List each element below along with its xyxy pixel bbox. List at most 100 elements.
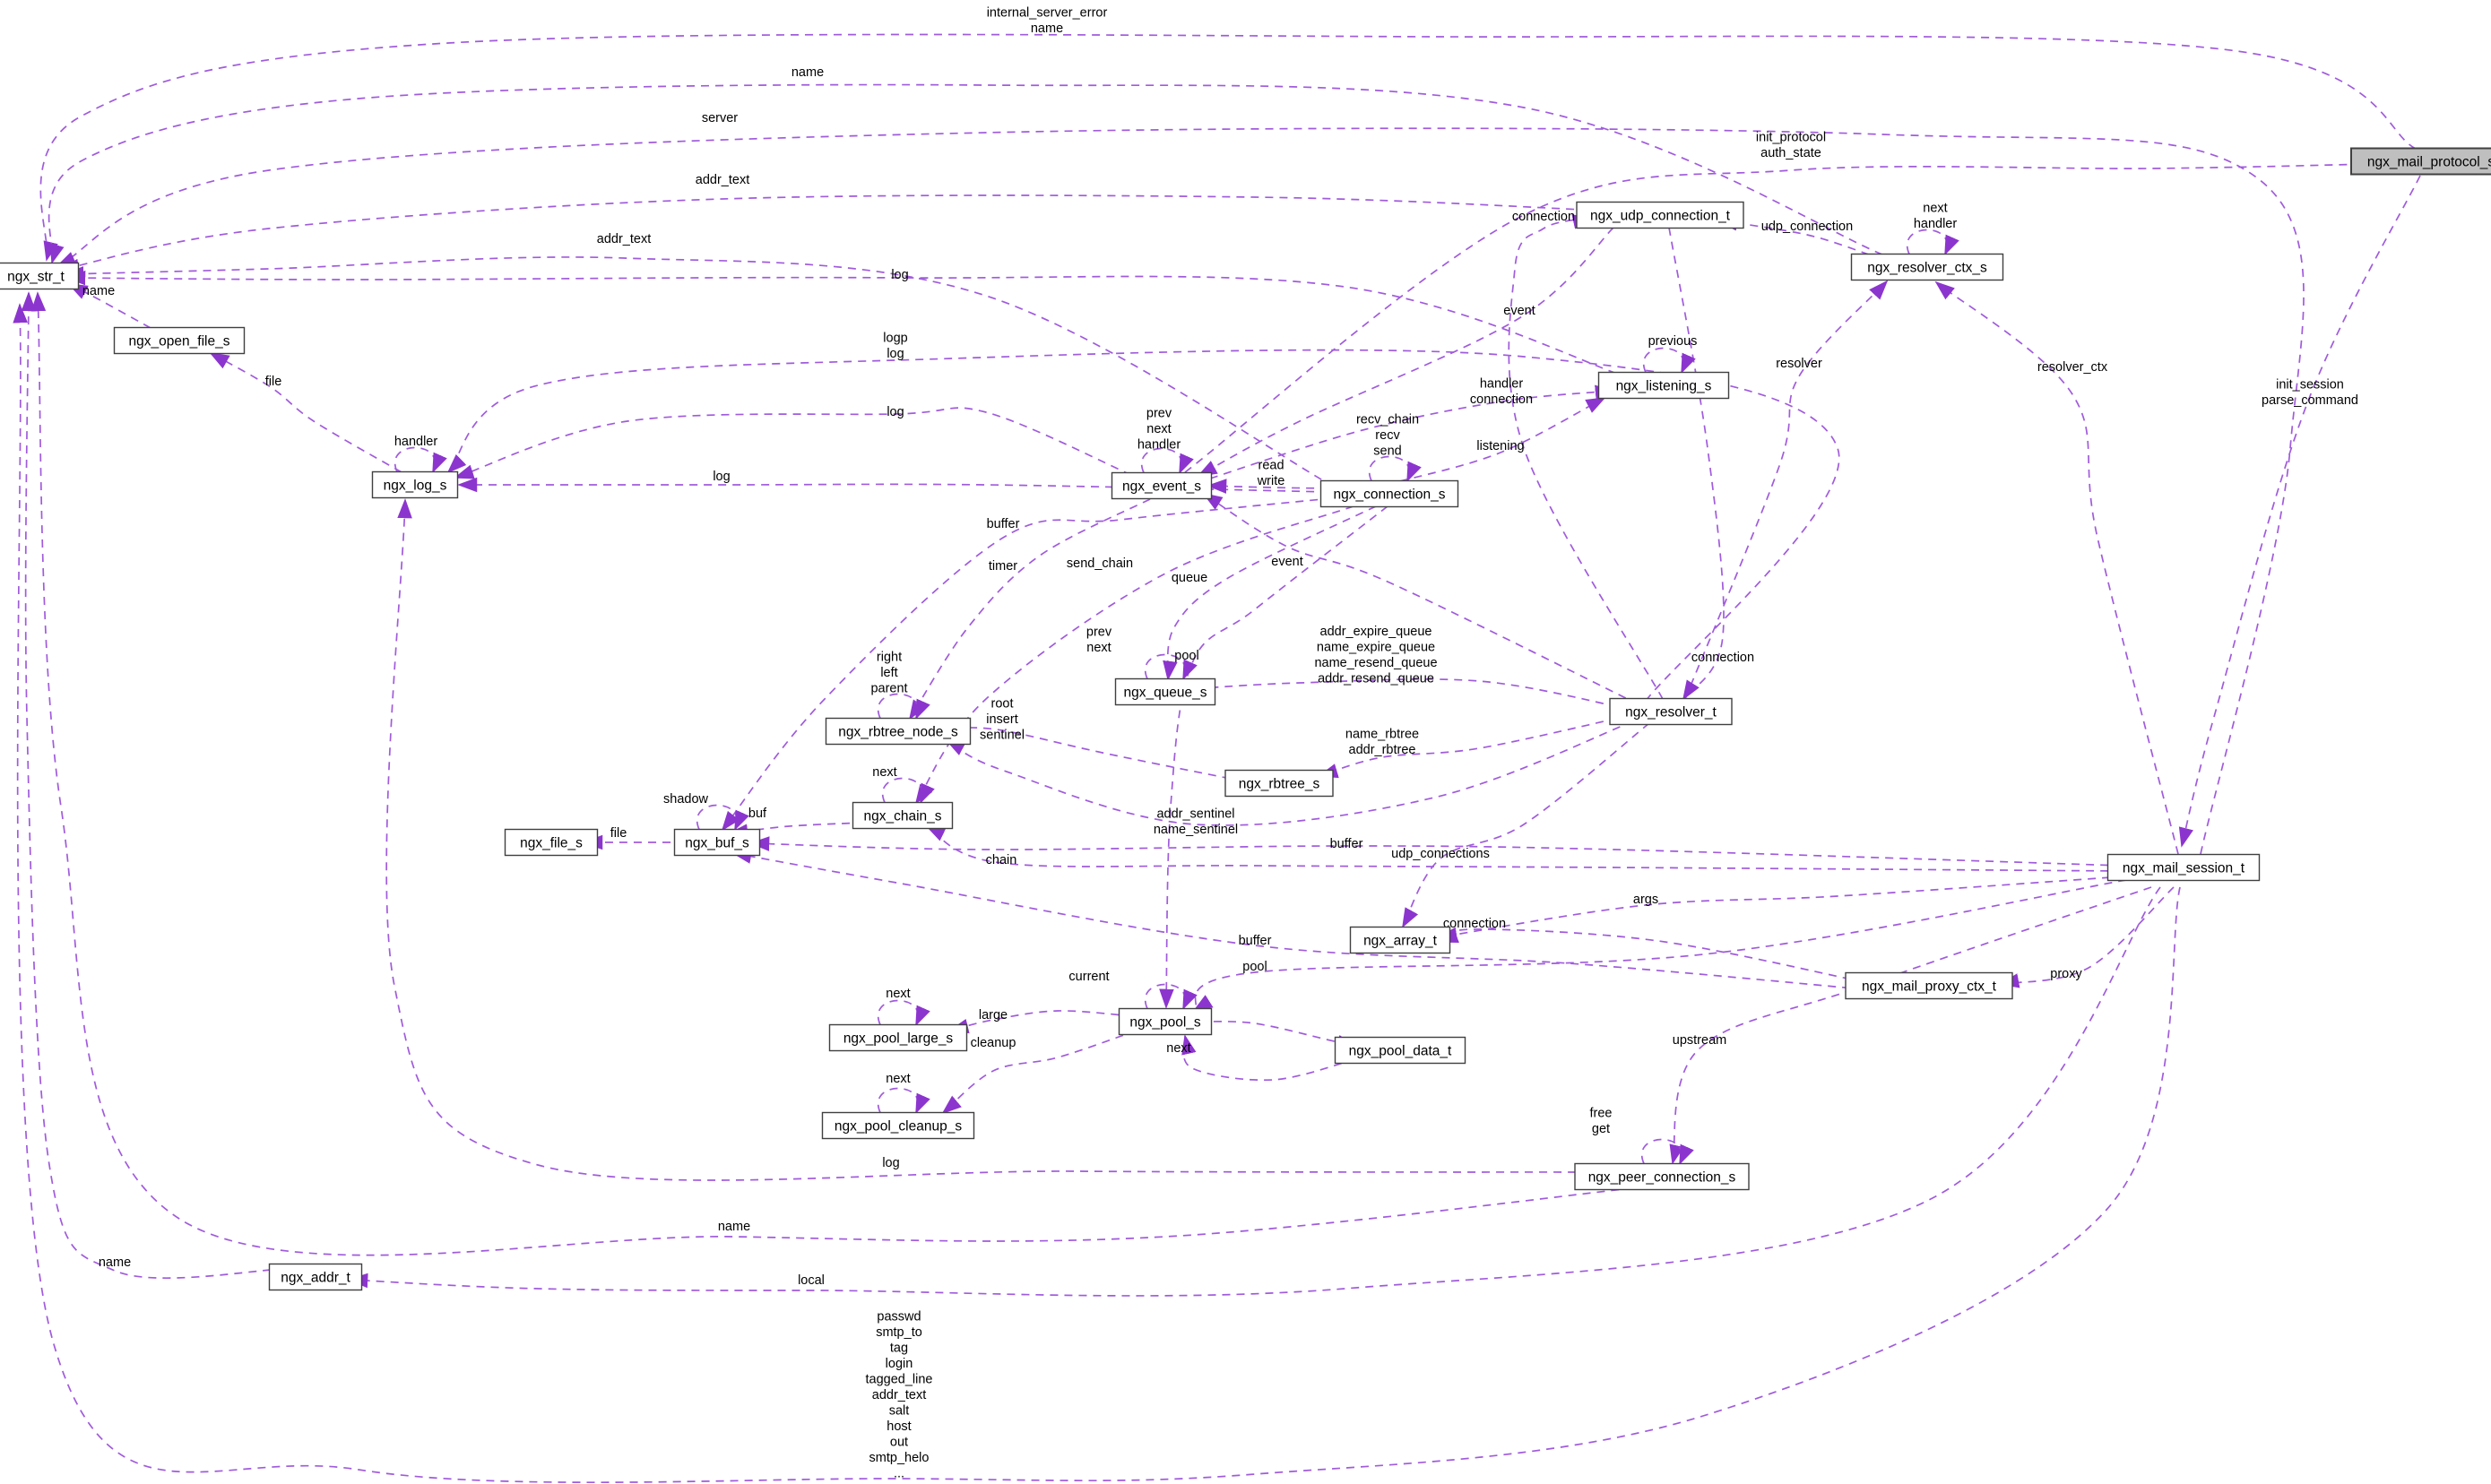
self-edge-ngx_resolver_ctx_s [1906, 229, 1959, 256]
edge-label-ngx_mail_session_t-ngx_array_t: args [1633, 893, 1658, 907]
edge-ngx_log_s-to-ngx_open_file_s [209, 352, 402, 473]
self-edge-label-ngx_rbtree_node_s: left [880, 666, 897, 680]
node-ngx_connection_s[interactable]: ngx_connection_s [1319, 479, 1459, 508]
node-ngx_buf_s[interactable]: ngx_buf_s [673, 828, 761, 857]
node-ngx_pool_s[interactable]: ngx_pool_s [1118, 1007, 1213, 1036]
node-ngx_file_s[interactable]: ngx_file_s [504, 828, 599, 857]
self-edge-ngx_chain_s [881, 777, 935, 805]
node-ngx_mail_proxy_ctx_t[interactable]: ngx_mail_proxy_ctx_t [1845, 971, 2013, 1000]
self-edge-ngx_rbtree_node_s [877, 693, 930, 720]
node-ngx_resolver_ctx_s[interactable]: ngx_resolver_ctx_s [1850, 253, 2004, 281]
edge-label-ngx_rbtree_s-ngx_rbtree_node_s: insert [986, 712, 1017, 727]
edge-ngx_resolver_ctx_s-to-ngx_str_t [48, 83, 1883, 264]
node-ngx_str_t[interactable]: ngx_str_t [0, 262, 80, 290]
edge-label-ngx_resolver_t-ngx_rbtree_s: name_rbtree [1345, 727, 1419, 741]
node-ngx_resolver_t[interactable]: ngx_resolver_t [1609, 697, 1733, 726]
node-box-ngx_log_s[interactable] [371, 470, 459, 499]
edge-ngx_connection_s-to-ngx_pool_s [1159, 505, 1388, 1009]
edges [13, 33, 2421, 1484]
edge-label-ngx_mail_session_t-ngx_str_t: server [702, 111, 738, 125]
node-box-ngx_array_t[interactable] [1349, 926, 1451, 954]
self-edge-ngx_buf_s [696, 804, 749, 832]
node-box-ngx_buf_s[interactable] [673, 828, 761, 857]
node-ngx_event_s[interactable]: ngx_event_s [1111, 471, 1213, 500]
node-box-ngx_file_s[interactable] [504, 828, 599, 857]
self-edge-label-ngx_buf_s: shadow [663, 792, 709, 807]
node-box-ngx_event_s[interactable] [1111, 471, 1213, 500]
node-box-ngx_connection_s[interactable] [1319, 479, 1459, 508]
self-edge-ngx_event_s [1140, 447, 1194, 475]
node-ngx_listening_s[interactable]: ngx_listening_s [1597, 371, 1730, 400]
node-ngx_peer_connection_s[interactable]: ngx_peer_connection_s [1574, 1162, 1750, 1191]
node-ngx_pool_large_s[interactable]: ngx_pool_large_s [828, 1023, 968, 1052]
edge-ngx_connection_s-to-ngx_str_t [64, 256, 1335, 487]
node-box-ngx_mail_session_t[interactable] [2106, 853, 2261, 882]
edge-label-ngx_mail_session_t-ngx_buf_s: buffer [1330, 837, 1363, 851]
edge-label-ngx_pool_data_t-ngx_pool_s: next [1166, 1041, 1190, 1056]
node-ngx_rbtree_node_s[interactable]: ngx_rbtree_node_s [825, 717, 972, 746]
edge-label-ngx_event_s-ngx_listening_s: connection [1470, 393, 1533, 407]
edge-label-ngx_resolver_t-ngx_queue_s: name_resend_queue [1314, 656, 1437, 670]
edge-label-ngx_connection_s-ngx_queue_s: queue [1172, 571, 1207, 585]
self-edge-label-ngx_event_s: handler [1137, 438, 1181, 453]
edge-ngx_listening_s-to-ngx_str_t [65, 270, 1630, 379]
edge-ngx_mail_session_t-to-ngx_resolver_ctx_s [1934, 280, 2179, 855]
node-box-ngx_pool_data_t[interactable] [1334, 1036, 1466, 1065]
node-ngx_pool_data_t[interactable]: ngx_pool_data_t [1334, 1036, 1466, 1065]
node-ngx_addr_t[interactable]: ngx_addr_t [268, 1263, 363, 1291]
self-edge-ngx_queue_s [1144, 653, 1198, 681]
node-box-ngx_peer_connection_s[interactable] [1574, 1162, 1750, 1191]
edge-label-ngx_udp_connection_t-ngx_event_s: event [1503, 304, 1535, 318]
node-ngx_pool_cleanup_s[interactable]: ngx_pool_cleanup_s [821, 1111, 975, 1140]
node-box-ngx_udp_connection_t[interactable] [1576, 201, 1744, 229]
self-edge-label-ngx_listening_s: previous [1648, 334, 1698, 349]
edge-ngx_udp_connection_t-to-ngx_event_s [1197, 227, 1614, 477]
edge-ngx_mail_session_t-to-ngx_chain_s [925, 825, 2123, 872]
edge-ngx_mail_session_t-to-ngx_str_t [56, 127, 2305, 855]
self-edge-ngx_pool_cleanup_s [877, 1087, 930, 1115]
node-box-ngx_mail_protocol_s[interactable] [2350, 147, 2491, 176]
edge-label-ngx_connection_s-ngx_event_s: write [1257, 474, 1285, 488]
node-box-ngx_addr_t[interactable] [268, 1263, 363, 1291]
node-box-ngx_rbtree_node_s[interactable] [825, 717, 972, 746]
edge-ngx_connection_s-to-ngx_chain_s [914, 505, 1354, 805]
node-box-ngx_queue_s[interactable] [1114, 677, 1216, 706]
node-label-ngx_log_s: ngx_log_s [384, 479, 447, 494]
node-box-ngx_mail_proxy_ctx_t[interactable] [1845, 971, 2013, 1000]
edge-label-ngx_mail_protocol_s-ngx_mail_session_t: parse_command [2262, 393, 2358, 408]
node-box-ngx_chain_s[interactable] [852, 801, 954, 830]
node-box-ngx_listening_s[interactable] [1597, 371, 1730, 400]
edge-label-ngx_chain_s-ngx_buf_s: buf [748, 807, 767, 821]
node-label-ngx_mail_session_t: ngx_mail_session_t [2123, 861, 2245, 876]
node-label-ngx_resolver_ctx_s: ngx_resolver_ctx_s [1867, 261, 1987, 276]
node-box-ngx_pool_s[interactable] [1118, 1007, 1213, 1036]
node-ngx_chain_s[interactable]: ngx_chain_s [852, 801, 954, 830]
edge-label-ngx_mail_session_t-ngx_addr_t: local [798, 1273, 825, 1288]
edge-ngx_resolver_t-to-ngx_log_s [446, 349, 1840, 702]
edge-label-ngx_udp_connection_t-ngx_resolver_t: connection [1691, 651, 1754, 665]
node-ngx_mail_session_t[interactable]: ngx_mail_session_t [2106, 853, 2261, 882]
node-box-ngx_open_file_s[interactable] [113, 326, 246, 355]
node-box-ngx_rbtree_s[interactable] [1224, 769, 1334, 798]
node-box-ngx_pool_large_s[interactable] [828, 1023, 968, 1052]
node-box-ngx_str_t[interactable] [0, 262, 80, 290]
node-label-ngx_pool_cleanup_s: ngx_pool_cleanup_s [835, 1119, 962, 1135]
edge-ngx_resolver_t-to-ngx_resolver_ctx_s [1684, 280, 1889, 700]
node-ngx_mail_protocol_s[interactable]: ngx_mail_protocol_s [2350, 147, 2491, 176]
node-ngx_rbtree_s[interactable]: ngx_rbtree_s [1224, 769, 1334, 798]
node-box-ngx_resolver_t[interactable] [1609, 697, 1733, 726]
edge-label-ngx_mail_protocol_s-ngx_mail_session_t: init_session [2276, 377, 2344, 392]
node-label-ngx_connection_s: ngx_connection_s [1334, 487, 1446, 503]
edge-ngx_mail_session_t-to-ngx_str_t [13, 303, 2181, 1484]
node-ngx_udp_connection_t[interactable]: ngx_udp_connection_t [1576, 201, 1744, 229]
self-edge-label-ngx_log_s: handler [394, 435, 438, 449]
node-ngx_log_s[interactable]: ngx_log_s [371, 470, 459, 499]
node-ngx_open_file_s[interactable]: ngx_open_file_s [113, 326, 246, 355]
self-edge-label-ngx_queue_s: next [1086, 641, 1111, 655]
node-ngx_array_t[interactable]: ngx_array_t [1349, 926, 1451, 954]
edge-label-ngx_connection_s-ngx_buf_s: buffer [987, 517, 1020, 531]
node-box-ngx_resolver_ctx_s[interactable] [1850, 253, 2004, 281]
self-edge-label-ngx_peer_connection_s: get [1592, 1122, 1610, 1136]
node-ngx_queue_s[interactable]: ngx_queue_s [1114, 677, 1216, 706]
node-box-ngx_pool_cleanup_s[interactable] [821, 1111, 975, 1140]
